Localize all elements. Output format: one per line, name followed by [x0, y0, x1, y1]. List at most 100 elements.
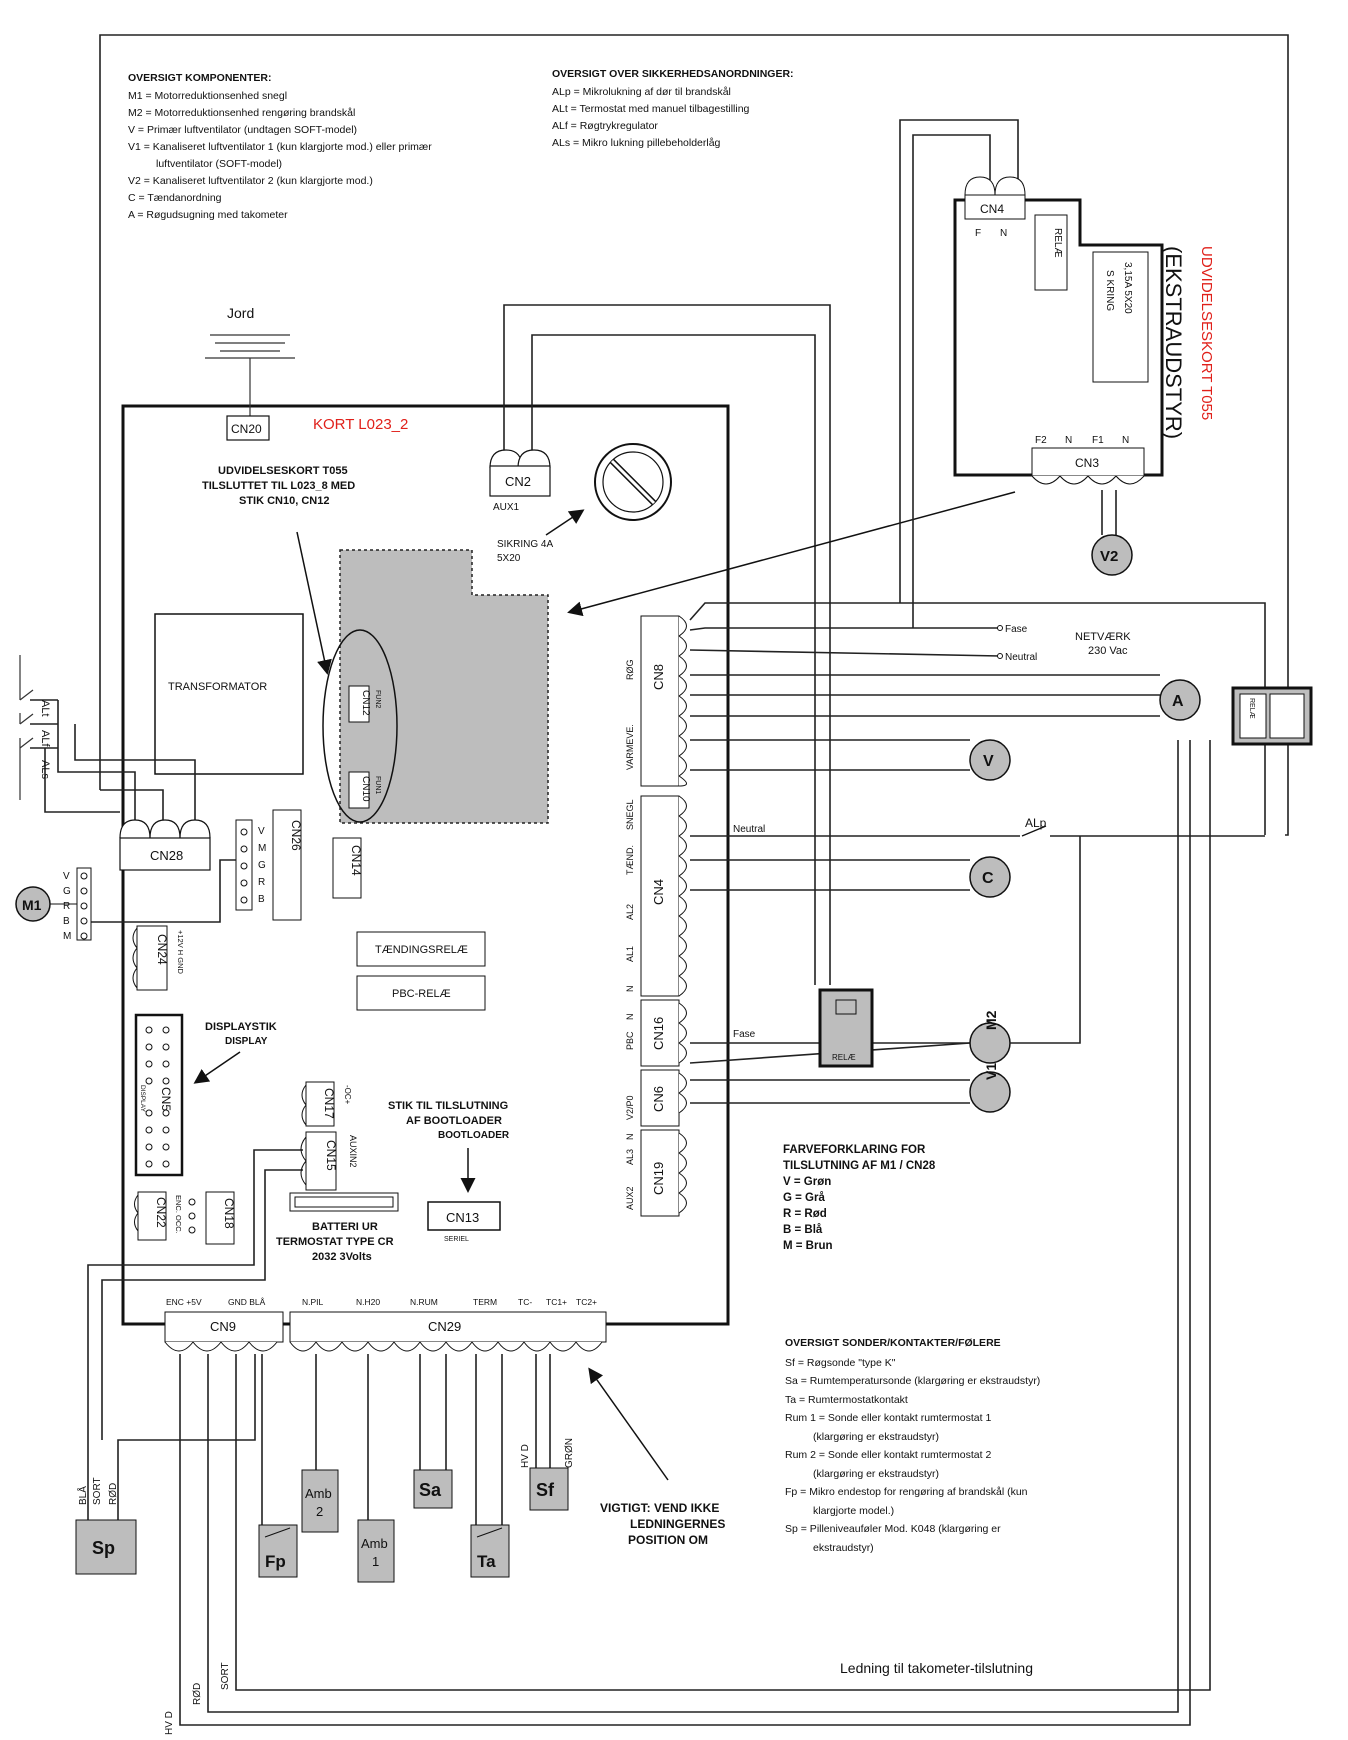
label-connectors-aux1: AUX1 — [493, 502, 520, 513]
label-wires-sp_wires-0: BLÅ — [76, 1486, 89, 1505]
expansion-relay — [1034, 214, 1068, 291]
label-components-sa: Sa — [419, 1480, 442, 1500]
label-legend_colors-items-3: B = Blå — [783, 1224, 823, 1236]
label-connectors-cn4: CN4 — [980, 202, 1004, 216]
label-components-m2: M2 — [983, 1010, 999, 1030]
alf-label: ALf — [39, 730, 51, 747]
label-wires-sf_wires-1: GRØN — [564, 1438, 575, 1468]
label-connectors-cn26_pins-4: B — [258, 894, 265, 905]
label-legend_components-items-3: V1 = Kanaliseret luftventilator 1 (kun k… — [128, 141, 432, 153]
label-board-battery-2: 2032 3Volts — [312, 1251, 372, 1263]
label-connectors-cn29_labels-1: N.H20 — [356, 1297, 380, 1307]
label-network-neutral_wire: Neutral — [733, 824, 765, 835]
label-board-bootloader-0: STIK TIL TILSLUTNING — [388, 1100, 508, 1112]
cn22-connector: CN22 ENC. OCC. — [134, 1191, 196, 1241]
label-expansion-fuse-1: 3,15A 5X20 — [1122, 262, 1133, 314]
cn14-connector — [332, 837, 362, 899]
label-components-relay: RELÆ — [1248, 698, 1255, 719]
label-legend_probes-items-7: Fp = Mikro endestop for rengøring af bra… — [785, 1486, 1028, 1498]
cn15-connector: CN15 AUXIN2 — [300, 1131, 358, 1191]
label-connectors-cn3_pins-1: N — [1065, 435, 1072, 446]
label-components-relay: RELÆ — [832, 1053, 856, 1062]
cn12-connector: CN12 FUN2 — [348, 685, 381, 723]
label-connectors-cn29_labels-5: TC1+ — [546, 1297, 567, 1307]
label-network-netvaerk-1: 230 Vac — [1088, 645, 1128, 657]
label-board-fun1: FUN1 — [374, 776, 381, 794]
label-connectors-cn26: CN26 — [289, 820, 303, 851]
label-connectors-cn15: CN15 — [324, 1140, 338, 1171]
label-legend_safety-items-2: ALf = Røgtrykregulator — [552, 120, 658, 132]
label-legend_components-items-6: C = Tændanordning — [128, 192, 222, 204]
probes-legend: OVERSIGT SONDER/KONTAKTER/FØLERE Sf = Rø… — [785, 1334, 1040, 1557]
cn8-connector — [640, 615, 680, 787]
label-legend_safety-items-0: ALp = Mikrolukning af dør til brandskål — [552, 86, 731, 98]
label-connectors-cn18: CN18 — [222, 1198, 236, 1229]
label-components-v1: V1 — [983, 1063, 999, 1080]
cn5-connector: CN5 DISPLAY — [134, 1013, 184, 1177]
label-legend_components-items-2: V = Primær luftventilator (undtagen SOFT… — [128, 124, 358, 136]
label-connectors-cn19_pins-2: AUX2 — [625, 1186, 635, 1210]
label-legend_colors-items-1: G = Grå — [783, 1192, 825, 1204]
sf-sensor — [529, 1467, 569, 1511]
label-board-bootloader-2: BOOTLOADER — [438, 1130, 510, 1141]
transformer — [154, 613, 304, 775]
label-legend_probes-items-2: Ta = Rumtermostatkontakt — [785, 1393, 908, 1406]
label-connectors-cn29_labels-0: N.PIL — [302, 1297, 324, 1307]
label-connectors-cn19_pins-0: N — [625, 1134, 635, 1141]
label-wires-sp_wires-1: SORT — [92, 1477, 103, 1505]
label-connectors-m1_pins-1: G — [63, 886, 71, 897]
label-connectors-cn4_pins-1: N — [1000, 228, 1007, 239]
fp-switch — [258, 1524, 298, 1578]
label-components-fp: Fp — [265, 1552, 286, 1571]
cn26-pin-header: V M G R B — [235, 819, 266, 911]
label-connectors-cn16: CN16 — [651, 1017, 666, 1050]
sp-sensor — [75, 1519, 137, 1575]
cn2-connector: CN2 AUX1 — [489, 449, 551, 513]
label-legend_probes-items-0: Sf = Røgsonde "type K" — [785, 1356, 896, 1369]
label-board-transformer: TRANSFORMATOR — [168, 681, 267, 693]
label-board-expansion_note-0: UDVIDELSESKORT T055 — [218, 465, 348, 477]
label-connectors-cn13: CN13 — [446, 1210, 479, 1225]
cn9-connector: CN9 — [164, 1311, 284, 1352]
label-board-display_side: DISPLAY — [139, 1085, 146, 1113]
label-connectors-cn8_pins-0: RØG — [625, 659, 635, 680]
label-connectors-cn12: CN12 — [360, 690, 371, 716]
label-legend_probes-items-1: Sa = Rumtemperatursonde (klargøring er e… — [785, 1375, 1041, 1387]
cn19-connector — [640, 1129, 680, 1217]
label-connectors-cn24: CN24 — [155, 934, 169, 965]
label-board-fun2: FUN2 — [374, 690, 381, 708]
label-connectors-m1_pins-2: R — [63, 901, 70, 912]
cn13-connector — [427, 1201, 501, 1231]
label-board-pbc_relay: PBC-RELÆ — [392, 988, 451, 1000]
label-connectors-cn2: CN2 — [505, 474, 531, 489]
label-connectors-cn19: CN19 — [651, 1162, 666, 1195]
label-board-serial: SERIEL — [444, 1236, 469, 1243]
expansion-title: UDVIDELSESKORT T055 — [1198, 246, 1215, 420]
cn10-cn12-ellipse — [322, 629, 398, 823]
fuse-icon — [594, 443, 672, 521]
label-connectors-cn22: CN22 — [154, 1197, 168, 1228]
label-connectors-cn14: CN14 — [349, 845, 363, 876]
cn17-connector: CN17 -OC+ — [301, 1081, 352, 1127]
label-legend_safety-items-1: ALt = Termostat med manuel tilbagestilli… — [552, 103, 750, 115]
label-connectors-cn26_pins-3: R — [258, 877, 265, 888]
label-connectors-cn17_pins: -OC+ — [343, 1085, 352, 1105]
label-connectors-m1_pins-4: M — [63, 931, 71, 942]
label-connectors-m1_pins-0: V — [63, 871, 70, 882]
label-board-fuse-1: 5X20 — [497, 553, 521, 564]
cn24-connector: CN24 +12V H GND — [132, 925, 185, 991]
label-board-battery-1: TERMOSTAT TYPE CR — [276, 1236, 394, 1248]
label-legend_components-items-7: A = Røgudsugning med takometer — [128, 209, 288, 221]
label-connectors-cn29_labels-2: N.RUM — [410, 1297, 438, 1307]
m2-relay — [818, 988, 874, 1068]
label-connectors-cn28: CN28 — [150, 848, 183, 863]
label-network-fase_wire: Fase — [733, 1029, 756, 1040]
label-connectors-cn3_pins-3: N — [1122, 435, 1129, 446]
label-legend_probes-items-6: (klargøring er ekstraudstyr) — [813, 1467, 940, 1480]
battery — [289, 1192, 399, 1212]
label-connectors-cn29_labels-4: TC- — [518, 1297, 532, 1307]
label-legend_components-items-1: M2 = Motorreduktionsenhed rengøring bran… — [128, 107, 356, 119]
v2-fan-motor: V2 — [1091, 534, 1133, 576]
label-expansion-fuse-0: S KRING — [1104, 270, 1115, 311]
